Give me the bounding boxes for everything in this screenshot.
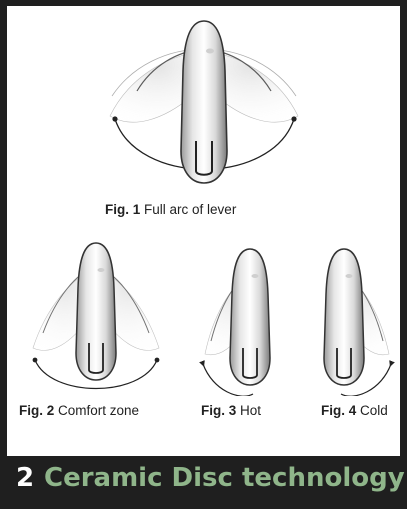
section-title: Ceramic Disc technology [44,463,405,493]
fig1-caption: Fig. 1 Full arc of lever [105,202,236,217]
fig4-text: Cold [360,403,388,418]
fig1-number: Fig. 1 [105,202,140,217]
section-footer: 2 Ceramic Disc technology [0,456,407,509]
lever-body [324,249,364,385]
lever-body [181,21,227,183]
lever-body [230,249,270,385]
section-number: 2 [16,463,34,493]
fig4-caption: Fig. 4 Cold [321,403,388,418]
fig3-number: Fig. 3 [201,403,236,418]
fig2-caption: Fig. 2 Comfort zone [19,403,139,418]
fig2-lever-illustration [21,238,171,393]
figure-panel: Fig. 1 Full arc of lever Fig. 2 Comfort … [7,6,400,456]
fig2-text: Comfort zone [58,403,139,418]
fig4-number: Fig. 4 [321,403,356,418]
fig2-number: Fig. 2 [19,403,54,418]
fig3-text: Hot [240,403,261,418]
fig4-lever-illustration [299,246,399,396]
fig1-text: Full arc of lever [144,202,236,217]
lever-body [76,243,116,380]
fig3-lever-illustration [195,246,295,396]
fig1-lever-illustration [92,11,317,196]
fig3-caption: Fig. 3 Hot [201,403,261,418]
